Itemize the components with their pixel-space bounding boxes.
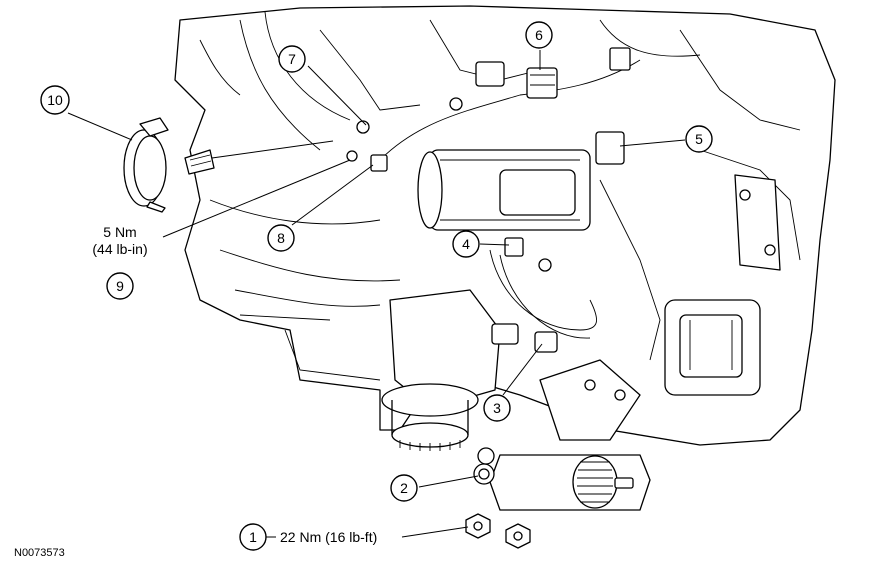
callout-9: 9 <box>106 272 134 300</box>
leader-line-7 <box>307 65 367 126</box>
sensor-3 <box>491 323 558 353</box>
leader-line-8 <box>291 164 374 226</box>
leader-line-3 <box>502 343 543 396</box>
callout-9-torque-nm: 5 Nm <box>103 224 136 240</box>
callout-10-number: 10 <box>47 92 63 108</box>
leader-line-2 <box>418 475 479 488</box>
bolt-1 <box>465 513 531 549</box>
callout-9-number: 9 <box>116 278 124 294</box>
callout-4: 4 <box>452 230 480 258</box>
callout-1: 1 <box>239 523 267 551</box>
leader-line-1 <box>401 526 469 538</box>
cover-cap-10 <box>123 117 215 213</box>
callout-1-number: 1 <box>249 529 257 545</box>
leader-line-10b <box>211 140 334 159</box>
sensor-4 <box>504 237 552 272</box>
callout-7: 7 <box>278 45 306 73</box>
leader-line-4 <box>479 243 510 246</box>
connector-5 <box>595 47 631 165</box>
callout-7-number: 7 <box>288 51 296 67</box>
connector-6 <box>526 67 558 99</box>
callout-2-number: 2 <box>400 480 408 496</box>
callout-6-number: 6 <box>535 27 543 43</box>
connector-top-left <box>475 61 505 87</box>
callout-3-number: 3 <box>493 400 501 416</box>
callout-2: 2 <box>390 474 418 502</box>
leader-line-10 <box>67 112 133 141</box>
callout-8: 8 <box>267 224 295 252</box>
callout-10: 10 <box>40 85 70 115</box>
callout-4-number: 4 <box>462 236 470 252</box>
callout-8-number: 8 <box>277 230 285 246</box>
starter-motor <box>417 149 591 231</box>
callout-1-torque: 22 Nm (16 lb-ft) <box>280 529 377 545</box>
extension-housing <box>381 289 501 451</box>
callout-5-number: 5 <box>695 131 703 147</box>
callout-5: 5 <box>685 125 713 153</box>
actuator-assembly <box>489 359 651 511</box>
stud-7 <box>356 97 463 134</box>
callout-3: 3 <box>483 394 511 422</box>
sensor-8 <box>346 150 388 172</box>
callout-6: 6 <box>525 21 553 49</box>
figure-id: N0073573 <box>14 547 65 559</box>
leader-line-5 <box>619 139 686 147</box>
callout-9-torque-lbin: (44 lb-in) <box>92 241 147 257</box>
washer-2 <box>473 447 495 485</box>
leader-line-9 <box>162 159 351 238</box>
